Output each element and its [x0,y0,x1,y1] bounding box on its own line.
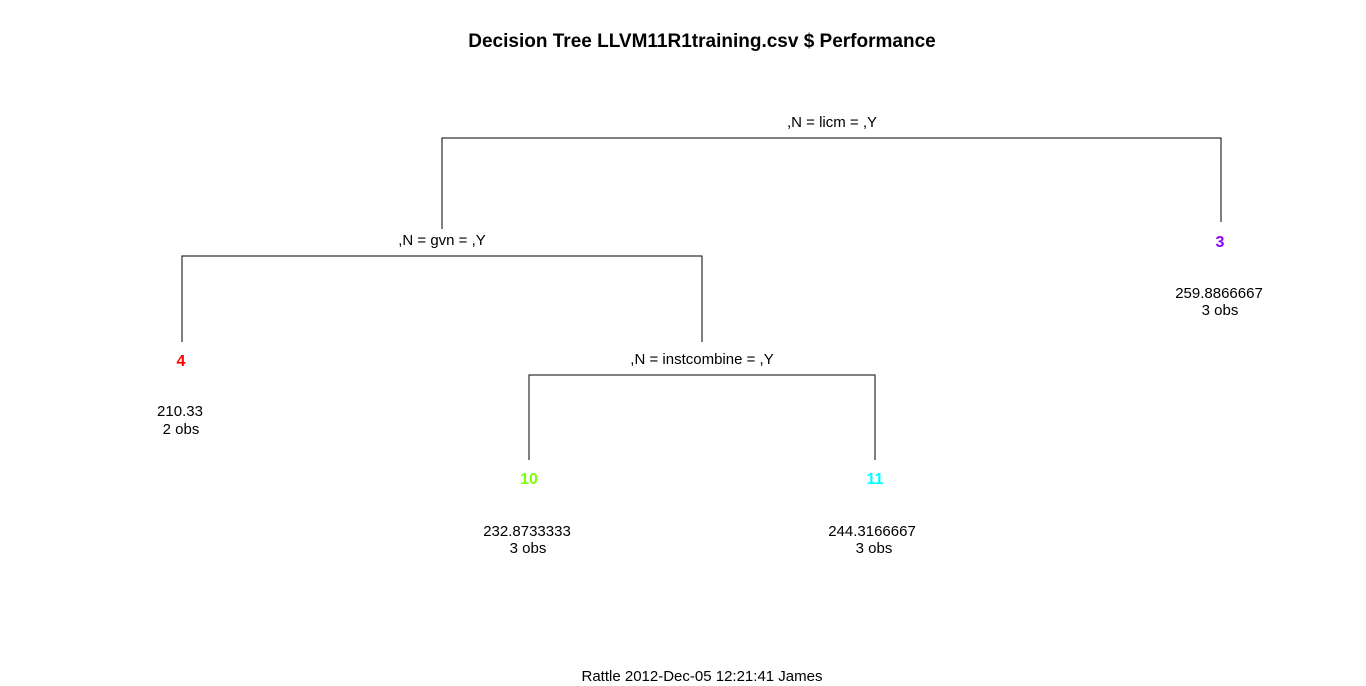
leaf-10-value: 232.8733333 [483,523,571,540]
leaf-11-value: 244.3166667 [828,523,916,540]
leaf-3-value: 259.8866667 [1175,285,1263,302]
leaf-4-obs: 2 obs [163,421,200,438]
leaf-11-obs: 3 obs [856,540,893,557]
gvn-split-label: ,N = gvn = ,Y [398,232,486,249]
footer-caption: Rattle 2012-Dec-05 12:21:41 James [582,668,823,685]
plot-title: Decision Tree LLVM11R1training.csv $ Per… [468,31,935,52]
leaf-4-id: 4 [177,353,186,370]
leaf-node-11: 11 244.3166667 3 obs [828,471,916,557]
leaf-3-obs: 3 obs [1202,302,1239,319]
leaf-node-10: 10 232.8733333 3 obs [483,471,571,557]
root-branch [441,137,1222,229]
instcombine-split-label: ,N = instcombine = ,Y [630,351,773,368]
leaf-10-id: 10 [520,471,538,488]
gvn-branch [181,255,703,342]
leaf-11-id: 11 [867,471,884,488]
leaf-3-id: 3 [1216,234,1225,251]
leaf-node-4: 4 210.33 2 obs [157,353,203,438]
leaf-10-obs: 3 obs [510,540,547,557]
leaf-node-3: 3 259.8866667 3 obs [1175,234,1263,319]
root-split-label: ,N = licm = ,Y [787,114,877,131]
instcombine-branch [528,374,876,460]
leaf-4-value: 210.33 [157,403,203,420]
